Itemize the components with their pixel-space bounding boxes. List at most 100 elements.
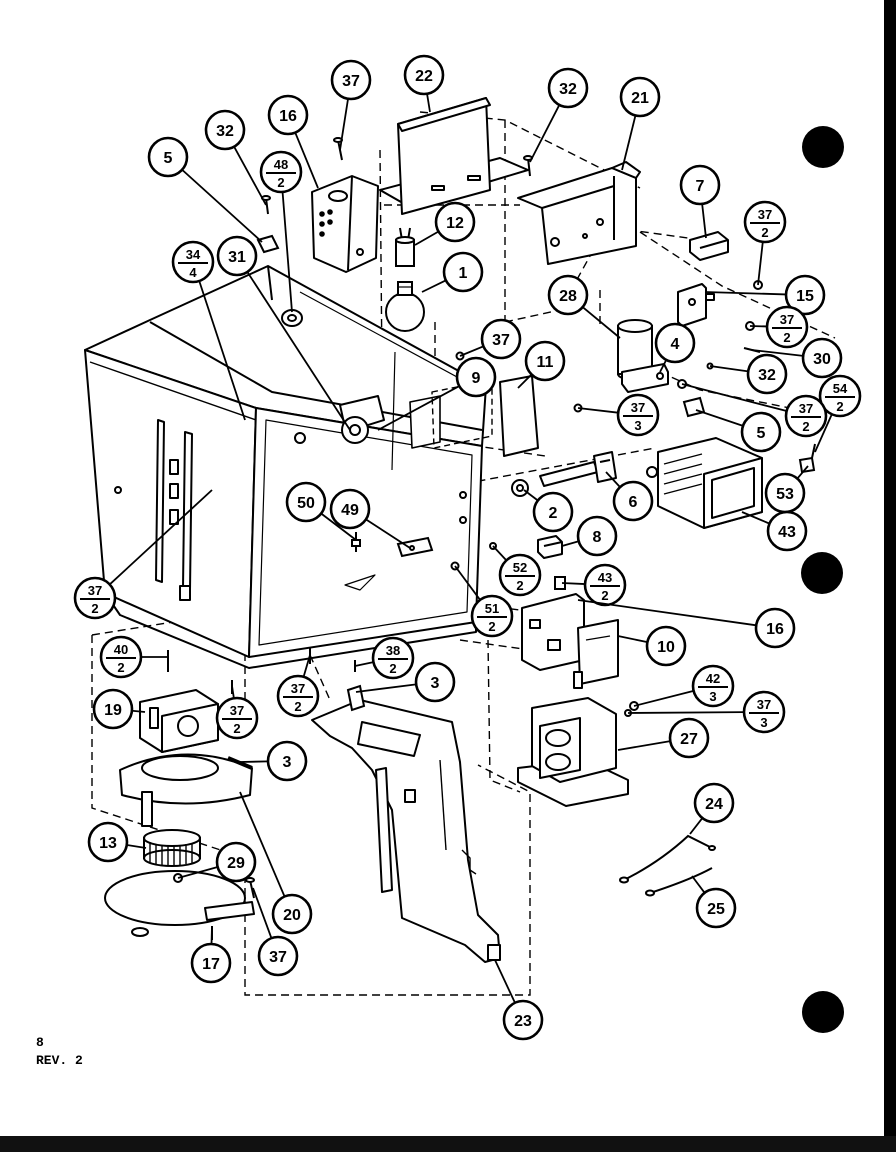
callout-part-19: 19 (92, 688, 146, 730)
callout-quantity: 2 (802, 419, 809, 434)
cavity-inner-frame (258, 419, 473, 646)
callout-part-number: 37 (799, 401, 813, 416)
callout-part-number: 27 (680, 731, 698, 748)
callout-part-13: 13 (87, 821, 147, 863)
door-strip (155, 419, 165, 583)
callout-part-number: 54 (833, 381, 848, 396)
control-board-bracket-shape (547, 639, 561, 651)
callout-part-number: 37 (291, 681, 305, 696)
fan-base-plate-shape (204, 901, 255, 921)
callout-part-number: 43 (598, 570, 612, 585)
leader-line (294, 132, 319, 189)
callout-circle (434, 201, 476, 243)
leader-line (796, 465, 809, 480)
thermal-clip (256, 234, 280, 254)
callout-part-number: 31 (228, 249, 246, 266)
callout-part-number: 7 (696, 178, 705, 195)
nut-shape (516, 484, 524, 492)
callout-circle (285, 481, 327, 523)
callout-part-52: 522 (492, 545, 542, 597)
callout-circle (576, 515, 618, 557)
transformer-shape (545, 753, 571, 771)
air-duct-shape (404, 789, 416, 803)
leader-line (523, 489, 539, 502)
callout-part-number: 1 (459, 265, 468, 282)
lamp-socket (395, 227, 415, 267)
callout-part-3: 3 (239, 740, 308, 782)
callout-part-number: 24 (705, 796, 723, 813)
screw-hole (114, 486, 122, 494)
callout-quantity: 2 (277, 175, 284, 190)
leader-line (751, 349, 804, 357)
magnetron-shape (663, 463, 703, 475)
callout-part-37: 372 (743, 200, 787, 286)
callout-part-31: 31 (216, 235, 351, 431)
lamp-bracket-shape (319, 221, 325, 227)
lamp-bulb-shape (385, 292, 425, 332)
magnetron (646, 437, 763, 529)
switch-bracket-shape (596, 218, 604, 226)
callout-part-15: 15 (704, 274, 826, 316)
callout-part-number: 37 (758, 207, 772, 222)
callout-part-37: 37 (252, 887, 299, 977)
callout-part-number: 20 (283, 907, 301, 924)
callout-circle (740, 411, 782, 453)
callout-part-number: 34 (186, 247, 201, 262)
callout-part-number: 15 (796, 288, 814, 305)
callout-part-number: 37 (88, 583, 102, 598)
callout-quantity: 2 (516, 578, 523, 593)
leader-line (681, 383, 787, 412)
callout-quantity: 2 (389, 661, 396, 676)
screw-hole (459, 491, 467, 499)
callout-part-51: 512 (454, 565, 514, 638)
leader-line (494, 959, 516, 1004)
lamp-cover-shape (431, 185, 445, 191)
fuse-holder-shape (599, 459, 611, 463)
cavity-back-edge (391, 351, 396, 471)
callout-circle (645, 625, 687, 667)
callout-part-number: 29 (227, 855, 245, 872)
callout-part-27: 27 (617, 717, 710, 759)
leader-line (320, 512, 357, 541)
callout-part-number: 49 (341, 502, 359, 519)
leader-line (454, 565, 481, 601)
callout-part-23: 23 (494, 959, 544, 1041)
callout-circle (754, 607, 796, 649)
callout-quantity: 2 (488, 619, 495, 634)
fan-blade (143, 829, 201, 867)
callout-part-34: 344 (171, 240, 246, 421)
callout-part-number: 22 (415, 68, 433, 85)
lamp-bracket-shape (347, 175, 353, 271)
callout-circle (746, 353, 788, 395)
leader-line (426, 93, 431, 113)
lamp-cover-shape (467, 175, 481, 181)
callout-part-49: 49 (329, 488, 411, 549)
callout-part-number: 10 (657, 639, 675, 656)
leader-line (198, 280, 246, 421)
callout-circle (442, 251, 484, 293)
callout-part-number: 6 (629, 494, 638, 511)
leader-line (701, 203, 707, 239)
callout-part-number: 8 (593, 529, 602, 546)
switch-mount-shape (688, 298, 696, 306)
leader-line (377, 385, 460, 431)
leader-line (246, 271, 351, 431)
dashed-guide-lines-shape (639, 231, 836, 339)
switch-bracket-shape (541, 185, 615, 209)
terminal-shape (351, 539, 361, 547)
leader-line (814, 413, 833, 453)
control-board (573, 619, 619, 689)
lamp-bracket-shape (328, 190, 348, 202)
wire-leads-shape (619, 876, 629, 884)
punch-hole (802, 126, 844, 168)
callout-part-12: 12 (414, 201, 476, 246)
callout-quantity: 2 (233, 721, 240, 736)
callout-part-53: 53 (764, 465, 809, 514)
leader-line (355, 683, 417, 693)
callout-part-37: 372 (681, 383, 828, 438)
callout-circle (679, 164, 721, 206)
magnetron-shape (663, 453, 703, 465)
leader-line (517, 373, 533, 389)
